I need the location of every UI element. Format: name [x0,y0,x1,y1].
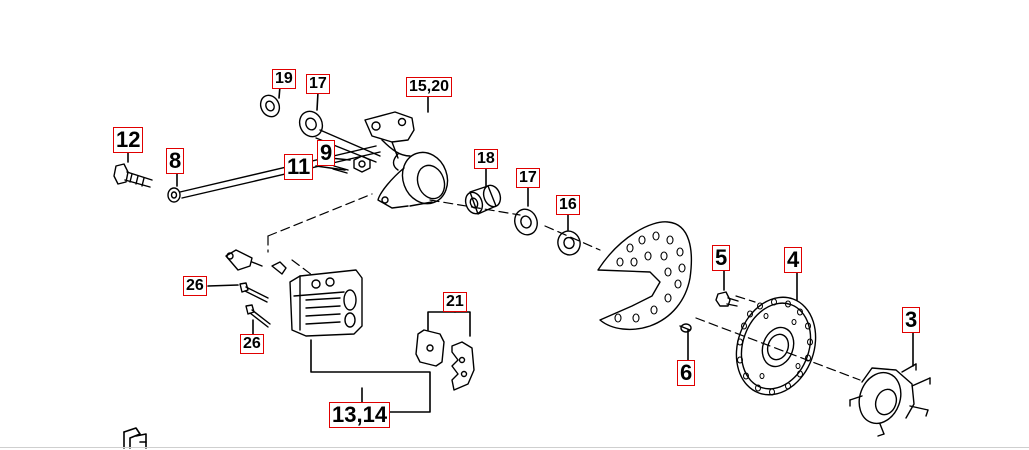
callout-11: 11 [284,154,314,180]
part-19-seal [259,94,281,118]
callout-19: 19 [272,69,296,89]
callout-3: 3 [902,307,921,333]
corner-logo-glyph [123,427,147,449]
callout-17-upper: 17 [306,74,330,94]
part-26-bolts [239,282,271,328]
brake-shield-plate [597,221,693,331]
brake-fitting [225,249,287,275]
callout-9: 9 [317,140,336,166]
bracket-lines [310,303,471,413]
part-4-brake-disc [735,296,817,396]
part-11-pin [332,165,349,174]
bottom-divider [0,447,1029,448]
callout-17-lower: 17 [516,168,540,188]
callout-15-20: 15,20 [406,77,453,97]
part-8-washer [167,145,381,203]
callout-12: 12 [113,127,144,153]
part-18-bearing [464,184,502,215]
part-17-bearing-lower [514,208,538,236]
callout-13-14: 13,14 [329,402,391,428]
part-3-hub [849,363,931,437]
callout-26-upper: 26 [183,276,207,296]
callout-6: 6 [677,360,696,386]
assembly-centerlines [267,193,861,381]
part-15-20-knuckle [364,111,449,209]
part-13-14-caliper [289,269,363,337]
callout-16: 16 [556,195,580,215]
callout-18: 18 [474,149,498,169]
part-5-bolt [715,291,739,307]
part-16-seal [557,230,581,256]
callout-26-lower: 26 [240,334,264,354]
part-6-screw [679,323,692,333]
part-21-brake-pads [415,329,475,391]
part-12-bolt [113,163,153,188]
callout-4: 4 [784,247,803,273]
callout-5: 5 [712,245,731,271]
callout-8: 8 [166,148,185,174]
callout-21: 21 [443,292,467,312]
part-9-nut [353,155,371,173]
